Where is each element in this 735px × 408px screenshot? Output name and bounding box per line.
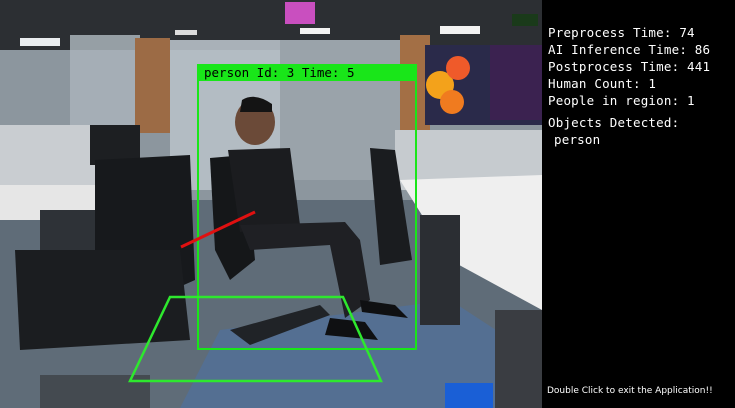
wood-panel — [135, 38, 170, 133]
people-in-region-text: People in region: 1 — [548, 93, 695, 108]
human-count-text: Human Count: 1 — [548, 76, 657, 91]
detection-region-polygon — [128, 295, 383, 383]
desk-partition — [0, 125, 95, 190]
inference-time-text: AI Inference Time: 86 — [548, 42, 711, 57]
camera-scene — [0, 0, 542, 408]
background-chair — [370, 148, 412, 265]
person-torso — [228, 148, 300, 232]
ceiling-light — [440, 26, 480, 34]
desk-cabinet — [495, 310, 542, 408]
ceiling-light — [175, 30, 197, 35]
desk-cabinet — [420, 215, 460, 325]
subject-chair-base — [230, 305, 330, 345]
preprocess-time-text: Preprocess Time: 74 — [548, 25, 695, 40]
stats-panel: Preprocess Time: 74 AI Inference Time: 8… — [542, 0, 735, 408]
hanging-decor — [285, 2, 315, 24]
ceiling-light — [300, 28, 330, 34]
person-bbox-label: person Id: 3 Time: 5 — [198, 65, 416, 81]
person-legs — [240, 222, 370, 318]
postprocess-time-text: Postprocess Time: 441 — [548, 59, 711, 74]
exit-hint-text: Double Click to exit the Application!! — [547, 386, 713, 396]
ceiling-light — [20, 38, 60, 46]
blue-basket — [445, 383, 493, 408]
poster-graphic — [440, 90, 464, 114]
wall-poster — [490, 45, 542, 120]
empty-chair-seat — [15, 250, 190, 350]
person-shoe — [360, 300, 408, 318]
poster-graphic — [446, 56, 470, 80]
exit-sign — [512, 14, 538, 26]
person-hair — [240, 96, 272, 112]
desk-right — [400, 175, 542, 310]
pose-link-line — [180, 210, 256, 249]
camera-feed[interactable]: person Id: 3 Time: 5 — [0, 0, 542, 408]
detected-object-item: person — [554, 132, 601, 147]
person-shoe — [325, 318, 378, 340]
objects-detected-heading: Objects Detected: — [548, 115, 680, 130]
